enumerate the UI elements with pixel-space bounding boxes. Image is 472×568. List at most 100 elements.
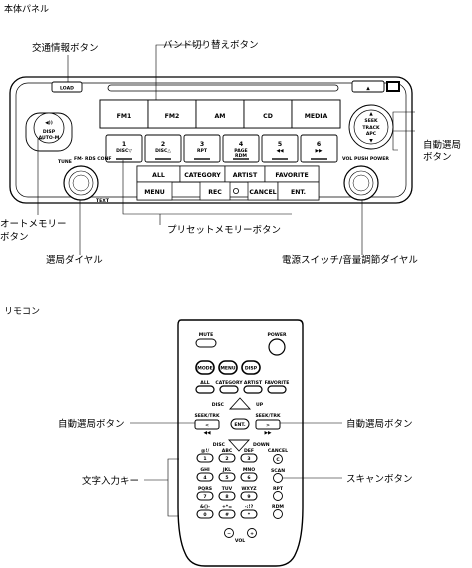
remote-key-letters: TUV xyxy=(222,486,233,492)
preset-sub-label: RDM xyxy=(235,153,247,159)
eject-button[interactable]: ▲ xyxy=(351,80,385,93)
preset-number: 3 xyxy=(200,141,204,148)
preset-button-5[interactable]: 5◀◀ xyxy=(261,134,299,163)
remote-rdm-button[interactable]: RDM xyxy=(272,504,284,519)
bottom-button-menu[interactable]: MENU xyxy=(136,181,173,201)
bottom-button-ent[interactable]: ENT. xyxy=(277,181,320,201)
remote-heading: リモコン xyxy=(4,307,40,317)
preset-sub-label: PAGE xyxy=(234,148,247,154)
remote-key-letters: +*= xyxy=(222,504,232,510)
remote-rpt-button[interactable]: RPT xyxy=(273,486,284,501)
remote-all-button[interactable]: ALL xyxy=(195,380,215,394)
remote-disc-down-label: DISC xyxy=(213,442,226,448)
remote-key-letters: MNO xyxy=(243,467,255,473)
remote-disc-down-button[interactable] xyxy=(227,439,251,452)
remote-key-11[interactable]: +*=# xyxy=(218,504,236,519)
remote-button-label: ALL xyxy=(200,380,209,386)
preset-number: 6 xyxy=(317,141,321,148)
disp-auto-m-knob[interactable]: ◀)) DISP AUTO-M xyxy=(25,112,73,152)
band-button-media[interactable]: MEDIA xyxy=(291,99,341,129)
remote-cancel-button[interactable]: CANCEL C xyxy=(268,448,288,464)
remote-rdm-label: RDM xyxy=(272,504,284,510)
band-button-label: AM xyxy=(215,113,226,120)
preset-button-6[interactable]: 6▶▶ xyxy=(300,134,338,163)
remote-key-letters: WXYZ xyxy=(241,486,257,492)
remote-key-12[interactable]: -:!? * xyxy=(240,504,258,519)
tuning-dial[interactable]: TUNE FM· RDS CONF TEXT xyxy=(58,156,112,204)
remote-key-number: 7 xyxy=(203,494,206,500)
auto-m-label: AUTO-M xyxy=(39,135,60,141)
remote-rpt-label: RPT xyxy=(273,486,284,492)
panel-callouts xyxy=(37,44,415,255)
remote-disc-up-label: DISC xyxy=(212,402,225,408)
text-label: TEXT xyxy=(96,198,110,204)
remote-power-button[interactable]: POWER xyxy=(267,332,287,356)
seek-track-knob[interactable]: ▲ SEEK TRACK APC ▼ xyxy=(348,104,394,150)
remote-key-number: * xyxy=(248,512,251,518)
band-button-label: MEDIA xyxy=(305,113,328,120)
remote-vol-label: VOL xyxy=(235,538,245,544)
category-button-artist[interactable]: ARTIST xyxy=(224,165,266,183)
category-button-category[interactable]: CATEGORY xyxy=(179,165,226,183)
category-button-favorite[interactable]: FAVORITE xyxy=(264,165,320,183)
remote-down-label: DOWN xyxy=(253,442,270,448)
eject-icon: ▲ xyxy=(366,87,370,92)
remote-power-label: POWER xyxy=(267,332,286,338)
remote-mode-button[interactable]: MODE xyxy=(195,360,215,375)
remote-scan-button[interactable]: SCAN xyxy=(271,468,285,483)
vol-sub-label: PUSH POWER xyxy=(354,156,389,162)
load-button[interactable]: LOAD xyxy=(51,81,83,93)
remote-ent-button[interactable]: ENT. xyxy=(230,418,250,430)
remote-disp-button[interactable]: DISP xyxy=(241,360,261,375)
bottom-button-cancel[interactable]: CANCEL xyxy=(247,181,279,201)
band-button-fm2[interactable]: FM2 xyxy=(147,99,197,129)
remote-up-label: UP xyxy=(256,402,264,408)
remote-mute-button[interactable]: MUTE xyxy=(195,332,217,348)
remote-key-9[interactable]: WXYZ 9 xyxy=(240,486,258,501)
remote-key-number: 9 xyxy=(247,494,250,500)
category-button-all[interactable]: ALL xyxy=(136,165,181,183)
remote-vol-minus-button[interactable]: − xyxy=(224,528,234,538)
remote-key-number: 1 xyxy=(203,456,206,462)
seek-label: SEEK xyxy=(364,118,378,124)
remote-key-number: 0 xyxy=(203,512,206,518)
disc-slot xyxy=(107,84,339,92)
fast-forward-icon: ▶▶ xyxy=(264,431,272,436)
bottom-button-rec[interactable]: REC xyxy=(199,181,231,201)
remote-key-1[interactable]: @!/1 xyxy=(196,448,214,463)
remote-key-letters: &()- xyxy=(200,504,210,510)
preset-number: 5 xyxy=(278,141,282,148)
remote-key-letters: GHI xyxy=(200,467,210,473)
band-button-am[interactable]: AM xyxy=(195,99,245,129)
remote-favorite-button[interactable]: FAVORITE xyxy=(265,380,290,394)
remote-seek-right-button[interactable]: SEEK/TRK > ▶▶ xyxy=(255,413,280,436)
category-button-label: CATEGORY xyxy=(184,172,221,179)
category-button-label: ARTIST xyxy=(233,172,258,179)
seek-callout-line2: ボタン xyxy=(423,152,452,163)
remote-menu-button[interactable]: MENU xyxy=(218,360,238,375)
band-button-fm1[interactable]: FM1 xyxy=(99,99,149,129)
tune-sub-label: FM· RDS CONF xyxy=(74,156,112,162)
remote-vol-plus-button[interactable]: + xyxy=(247,528,257,538)
volume-dial[interactable]: VOL PUSH POWER xyxy=(342,156,389,201)
remote-key-letters: -:!? xyxy=(245,504,254,510)
remote-disc-up-button[interactable] xyxy=(228,397,252,410)
remote-key-10[interactable]: &()- 0 xyxy=(196,504,214,519)
remote-artist-button[interactable]: ARTIST xyxy=(243,380,263,394)
remote-seek-left-button[interactable]: SEEK/TRK < ◀◀ xyxy=(194,413,219,436)
remote-category-button[interactable]: CATEGORY xyxy=(215,380,243,394)
rec-indicator-icon xyxy=(232,187,239,194)
band-button-cd[interactable]: CD xyxy=(243,99,293,129)
